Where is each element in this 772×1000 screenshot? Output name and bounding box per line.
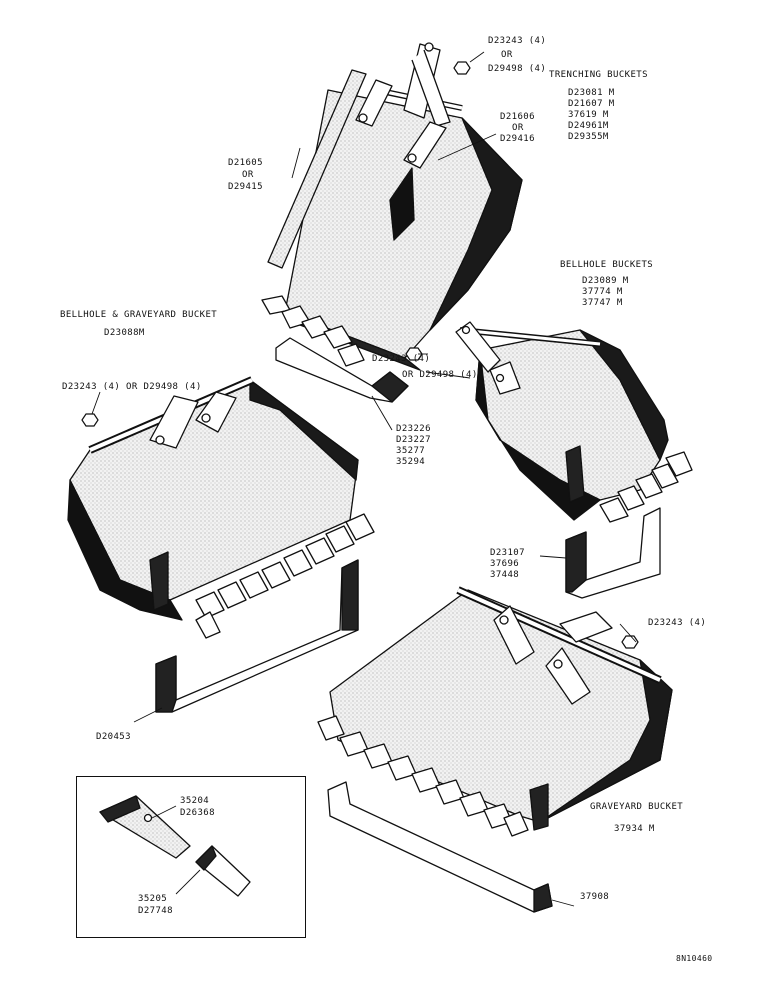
callout-left-pin: D23243 (4) OR D29498 (4)	[62, 382, 202, 392]
callout-mid-pin-2: OR D29498 (4)	[402, 370, 478, 380]
bellhole-bucket	[455, 321, 693, 523]
graveyard-heading: GRAVEYARD BUCKET	[590, 802, 684, 812]
callout-tooth-b-1: 35205	[138, 894, 168, 904]
bellhole-part-3: 37747 M	[582, 298, 623, 308]
callout-cutter-a-3: 35277	[396, 446, 426, 456]
trenching-heading: TRENCHING BUCKETS	[549, 70, 648, 80]
callout-cutter-a-4: 35294	[396, 457, 426, 467]
callout-tooth-a-1: 35204	[180, 796, 210, 806]
bolt-icon	[81, 413, 99, 427]
bellhole-part-2: 37774 M	[582, 287, 623, 297]
cutter-bellhole	[565, 507, 661, 599]
cutter-graveyard	[327, 781, 553, 913]
callout-cutter-a-1: D23226	[396, 424, 431, 434]
bolt-icon	[621, 635, 639, 649]
inset-teeth	[99, 795, 251, 897]
cutter-left	[155, 559, 359, 713]
callout-cutter-b-1: D23107	[490, 548, 525, 558]
bolt-icon	[405, 347, 423, 361]
trenching-bucket	[261, 42, 523, 371]
bellhole-heading: BELLHOLE BUCKETS	[560, 260, 654, 270]
callout-side-left-1: D21605	[228, 158, 263, 168]
graveyard-part: 37934 M	[614, 824, 655, 834]
trenching-part-4: D24961M	[568, 121, 609, 131]
drawing-id: 8N10460	[676, 954, 713, 963]
callout-top-pin-3: D29498 (4)	[488, 64, 547, 74]
trenching-part-2: D21607 M	[568, 99, 615, 109]
callout-side-right-1: D21606	[500, 112, 535, 122]
bolt-markers	[81, 61, 639, 649]
trenching-part-3: 37619 M	[568, 110, 609, 120]
callout-cutter-graveyard: 37908	[580, 892, 610, 902]
callout-cutter-b-3: 37448	[490, 570, 520, 580]
callout-top-pin-1: D23243 (4)	[488, 36, 547, 46]
callout-side-right-3: D29416	[500, 134, 535, 144]
bellhole-graveyard-bucket	[67, 376, 375, 639]
cutter-trenching	[275, 337, 409, 403]
callout-tooth-b-2: D27748	[138, 906, 173, 916]
callout-top-pin-2: OR	[501, 50, 513, 60]
trenching-part-1: D23081 M	[568, 88, 615, 98]
tooth-detail-inset	[76, 776, 306, 938]
graveyard-bucket	[317, 586, 673, 837]
callout-cutter-left: D20453	[96, 732, 131, 742]
callout-cutter-b-2: 37696	[490, 559, 520, 569]
bolt-icon	[453, 61, 471, 75]
callout-cutter-a-2: D23227	[396, 435, 431, 445]
callout-side-right-2: OR	[512, 123, 524, 133]
trenching-part-5: D29355M	[568, 132, 609, 142]
bellhole-graveyard-heading: BELLHOLE & GRAVEYARD BUCKET	[60, 310, 218, 320]
callout-tooth-a-2: D26368	[180, 808, 215, 818]
bellhole-graveyard-part: D23088M	[104, 328, 145, 338]
bellhole-part-1: D23089 M	[582, 276, 629, 286]
callout-side-left-3: D29415	[228, 182, 263, 192]
callout-graveyard-pin: D23243 (4)	[648, 618, 707, 628]
leader-lines	[91, 51, 637, 907]
callout-side-left-2: OR	[242, 170, 254, 180]
callout-mid-pin-1: D23243 (4)	[372, 354, 431, 364]
